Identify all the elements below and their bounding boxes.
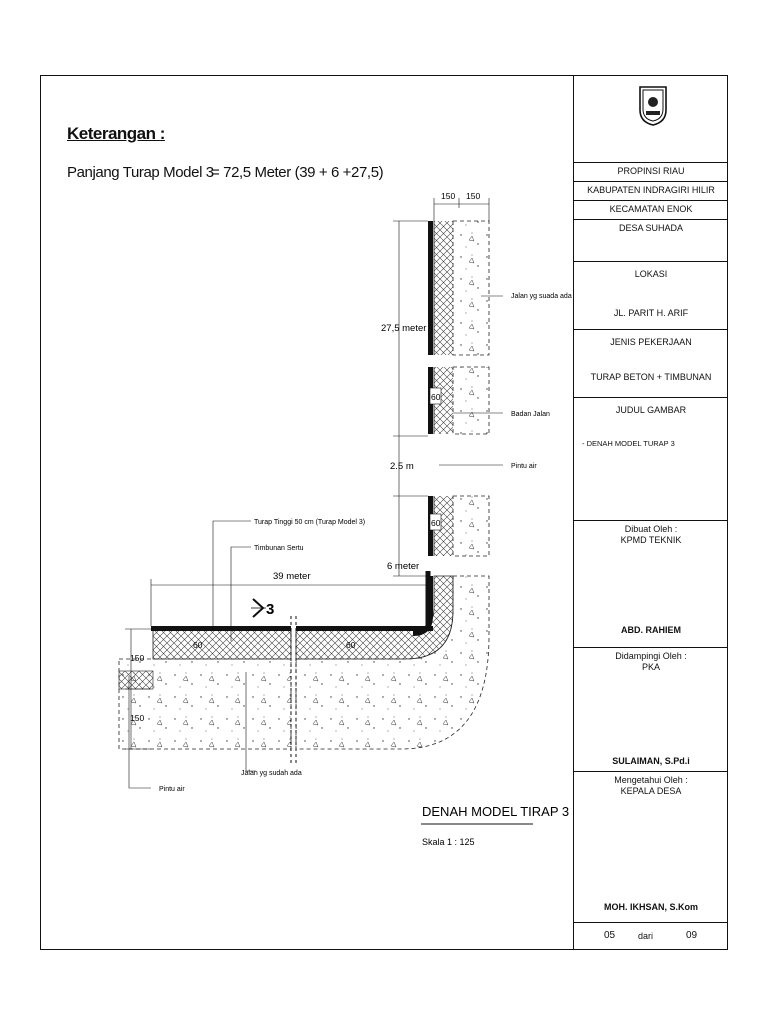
- keterangan-label: Panjang Turap Model 3: [67, 164, 214, 181]
- label-pintu-air-right: Pintu air: [511, 463, 537, 470]
- lokasi-label: LOKASI: [634, 269, 668, 279]
- vertical-timbunan: [434, 221, 453, 556]
- label-pintu-air-left: Pintu air: [159, 786, 185, 793]
- dim-60-vertical-1: 60: [431, 392, 441, 402]
- label-jalan-existing-right: Jalan yg suada ada: [511, 293, 572, 300]
- horizontal-turap: [151, 626, 433, 631]
- dibuat-name: ABD. RAHIEM: [621, 625, 681, 635]
- mengetahui-name: MOH. IKHSAN, S.Kom: [603, 902, 698, 912]
- lokasi-value: JL. PARIT H. ARIF: [613, 308, 689, 318]
- dim-60-horizontal-1: 60: [193, 640, 203, 650]
- dim-60-vertical-2: 60: [431, 518, 441, 528]
- jenis-pekerjaan: JENIS PEKERJAAN TURAP BETON + TIMBUNAN: [574, 329, 728, 397]
- dim-6-meter: 6 meter: [387, 561, 419, 572]
- sheet-of: dari: [638, 931, 654, 941]
- label-jalan-existing-bottom: Jalan yg sudah ada: [241, 770, 302, 777]
- dibuat-org: KPMD TEKNIK: [620, 535, 682, 545]
- dim-60-horizontal-2: 60: [346, 640, 356, 650]
- plan-drawing: 150 150 27,5 meter 2.5 m 6 meter 60 60 3…: [118, 191, 572, 847]
- jenis-label: JENIS PEKERJAAN: [610, 337, 692, 347]
- dim-27-5-meter: 27,5 meter: [381, 323, 426, 334]
- sheet-number: 05 dari 09: [574, 922, 728, 949]
- jenis-value: TURAP BETON + TIMBUNAN: [590, 372, 712, 382]
- mengetahui-oleh: Mengetahui Oleh : KEPALA DESA MOH. IKHSA…: [574, 771, 728, 922]
- province: PROPINSI RIAU: [574, 162, 728, 181]
- regency-emblem-icon: [638, 84, 668, 128]
- village: DESA SUHADA: [574, 219, 728, 238]
- label-badan-jalan: Badan Jalan: [511, 411, 550, 418]
- drawing-scale: Skala 1 : 125: [422, 837, 475, 847]
- dim-2-5-m: 2.5 m: [390, 461, 414, 472]
- didampingi-oleh: Didampingi Oleh : PKA SULAIMAN, S.Pd.i: [574, 647, 728, 771]
- sheet-no: 05: [604, 930, 616, 941]
- district: KECAMATAN ENOK: [574, 200, 728, 219]
- lokasi: LOKASI JL. PARIT H. ARIF: [574, 261, 728, 329]
- drawing-sheet: Keterangan : Panjang Turap Model 3 = 72,…: [40, 75, 728, 950]
- mengetahui-org: KEPALA DESA: [620, 786, 682, 796]
- judul-label: JUDUL GAMBAR: [615, 405, 687, 415]
- regency: KABUPATEN INDRAGIRI HILIR: [574, 181, 728, 200]
- didampingi-label: Didampingi Oleh :: [615, 651, 687, 661]
- judul-value: - DENAH MODEL TURAP 3: [582, 439, 675, 448]
- label-turap-model-3: Turap Tinggi 50 cm (Turap Model 3): [254, 519, 365, 526]
- didampingi-org: PKA: [641, 662, 660, 672]
- section-mark-3: 3: [266, 601, 274, 618]
- title-block: PROPINSI RIAU KABUPATEN INDRAGIRI HILIR …: [573, 76, 730, 949]
- dibuat-oleh: Dibuat Oleh : KPMD TEKNIK ABD. RAHIEM: [574, 520, 728, 647]
- sheet-total: 09: [686, 930, 698, 941]
- keterangan-title: Keterangan :: [67, 124, 165, 143]
- didampingi-name: SULAIMAN, S.Pd.i: [612, 756, 690, 766]
- dim-150-b: 150: [466, 191, 480, 201]
- keterangan-line: Panjang Turap Model 3 = 72,5 Meter (39 +…: [67, 164, 384, 181]
- dim-150-a: 150: [441, 191, 455, 201]
- judul-gambar: JUDUL GAMBAR - DENAH MODEL TURAP 3: [574, 397, 728, 520]
- label-timbunan-sertu: Timbunan Sertu: [254, 545, 304, 552]
- dim-150-left-bottom: 150: [130, 713, 144, 723]
- keterangan-value: = 72,5 Meter (39 + 6 +27,5): [211, 164, 384, 181]
- dim-39-meter: 39 meter: [273, 571, 311, 582]
- drawing-title: DENAH MODEL TIRAP 3: [422, 804, 569, 819]
- corner-jalan: [295, 575, 490, 750]
- vertical-jalan: [452, 220, 490, 557]
- dim-150-left-top: 150: [130, 653, 144, 663]
- mengetahui-label: Mengetahui Oleh :: [614, 775, 688, 785]
- dibuat-label: Dibuat Oleh :: [624, 524, 678, 534]
